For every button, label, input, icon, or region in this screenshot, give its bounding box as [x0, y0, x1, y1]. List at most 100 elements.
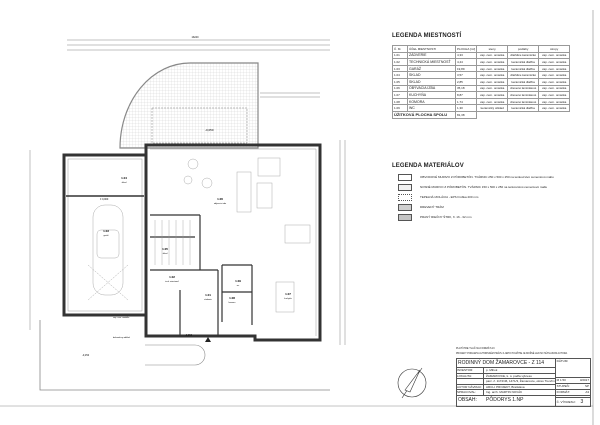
- table-cell: vap. cem. omietka: [538, 84, 571, 93]
- table-cell: vap. cem. omietka: [538, 91, 571, 99]
- north-arrow-icon: [397, 367, 427, 399]
- table-cell: keramická dlažba: [507, 58, 540, 66]
- table-cell: 1.05: [392, 77, 408, 86]
- field-label: [457, 379, 484, 384]
- svg-text:sklad: sklad: [122, 182, 127, 184]
- table-cell: dlaždice keramické: [507, 51, 540, 60]
- title-block-row: parc. č. 1172/46, 1471/3, Žamarovce, okr…: [457, 379, 555, 385]
- overall-dimension: 13240: [192, 36, 200, 39]
- side-field: DÁTUM:: [556, 359, 569, 363]
- room-legend-table: Č. M. ÚČEL MIESTNOSTI PLOCHA [m²] steny …: [392, 45, 571, 119]
- room-label-1-06: 1.06: [217, 197, 223, 201]
- table-cell: vap. cem. omietka: [476, 51, 509, 60]
- note-cladding: dekoratívny obklad: [113, 336, 130, 339]
- garage-level: ± 0,000: [100, 198, 109, 201]
- table-cell: 1.04: [392, 71, 408, 79]
- field-value: ARCH. PROJEKT, Bratislava: [486, 384, 525, 389]
- entry-level: -0,050: [185, 334, 193, 337]
- svg-text:garáž: garáž: [103, 235, 108, 237]
- table-cell: TECHNICKÁ MIESTNOSŤ: [407, 58, 456, 66]
- table-cell: 1.07: [392, 91, 408, 99]
- table-cell: 1.01: [392, 51, 408, 60]
- table-cell: vap. cem. omietka: [538, 77, 571, 86]
- svg-text:zádverie: zádverie: [204, 299, 212, 301]
- title-block-row: LOKALITA:ŽAMAROVCE, k. ú. podľa výkresu: [457, 373, 555, 379]
- table-cell: vap. cem. omietka: [476, 91, 509, 99]
- table-cell: vap. cem. omietka: [476, 77, 509, 86]
- title-block: PLATÍ PRE TLAČ NA FORMÁT A3 PROJEKT PODL…: [456, 347, 591, 407]
- sheet-number: 3: [580, 399, 584, 405]
- table-cell: WC: [407, 104, 456, 112]
- table-cell: drevené laminátové: [507, 91, 540, 99]
- table-cell: vap. cem. omietka: [476, 58, 509, 66]
- table-cell: 2,85: [454, 77, 478, 86]
- material-item: TEPELNÁ IZOLÁCIA - EPS hrúbka 200 mm: [398, 192, 554, 202]
- table-cell: keramická dlažba: [507, 77, 540, 86]
- terrace-level: -0,050: [205, 128, 214, 132]
- table-cell: 1.08: [392, 97, 408, 106]
- table-cell: 8,87: [454, 91, 478, 99]
- side-field: SP: [584, 384, 589, 388]
- side-field: 3/2017: [579, 378, 589, 382]
- table-cell: vap. cem. omietka: [538, 71, 571, 79]
- table-cell: 19,89: [454, 64, 478, 73]
- field-value: p. Mihok: [486, 368, 498, 372]
- title-block-row: INVESTOR:p. Mihok: [457, 368, 555, 374]
- material-legend: OBVODOVÉ MURIVO Z PÓROBETÓN. TVÁRNIC 250…: [398, 172, 554, 222]
- table-cell: vap. cem. omietka: [538, 58, 571, 66]
- svg-text:komora: komora: [229, 302, 237, 304]
- table-cell: vap. cem. omietka: [538, 104, 571, 112]
- table-cell: vap. cem. omietka: [476, 84, 509, 93]
- table-cell: 3,57: [454, 71, 478, 79]
- svg-text:obývacia izba: obývacia izba: [214, 203, 227, 205]
- table-cell: 4,44: [454, 58, 478, 66]
- material-item: PRANÝ RIEČNY ŠTRK, fr. 16 - 32 mm: [398, 212, 554, 222]
- svg-text:kuchyňa: kuchyňa: [284, 298, 292, 300]
- room-label-1-09: 1.09: [235, 279, 241, 283]
- table-cell: vap. cem. omietka: [538, 51, 571, 60]
- table-cell: keramická dlažba: [507, 104, 540, 112]
- title-block-row: AUTOR NÁVRHU:ARCH. PROJEKT, Bratislava: [457, 384, 555, 390]
- field-label: INVESTOR:: [457, 368, 484, 373]
- table-cell: 1.02: [392, 58, 408, 66]
- table-cell: KOMORA: [407, 97, 456, 106]
- side-field: STUPEŇ:: [556, 384, 570, 388]
- table-cell: vap. cem. omietka: [538, 97, 571, 106]
- title-block-side-row: STUPEŇ: SP: [555, 384, 590, 390]
- table-cell: 1.06: [392, 84, 408, 93]
- side-field: A3: [585, 390, 589, 394]
- table-cell: 1,74: [454, 97, 478, 106]
- table-cell: 4,33: [454, 51, 478, 60]
- table-header: Č. M. ÚČEL MIESTNOSTI PLOCHA [m²] steny …: [392, 45, 571, 53]
- dimension-lines: [29, 39, 346, 345]
- furniture: [183, 157, 311, 313]
- table-cell: vap. cem. omietka: [476, 97, 509, 106]
- room-label-1-02: 1.02: [169, 275, 175, 279]
- table-cell: GARÁŽ: [407, 64, 456, 73]
- svg-text:wc: wc: [237, 285, 239, 287]
- material-item: DREVENÝ TRÁM: [398, 202, 554, 212]
- terrace: [119, 62, 259, 149]
- room-label-1-05: 1.05: [162, 247, 168, 251]
- drawing-content: PÔDORYS 1.NP: [486, 396, 524, 403]
- table-cell: SKLAD: [407, 71, 456, 79]
- table-cell: SKLAD: [407, 77, 456, 86]
- table-cell: keramický obklad: [476, 104, 509, 112]
- table-cell: 35,18: [454, 84, 478, 93]
- table-cell: drevené laminátové: [507, 97, 540, 106]
- field-value: Ing. arch. MARTIN NOVÁK: [486, 390, 523, 394]
- field-label: AUTOR NÁVRHU:: [457, 384, 484, 389]
- field-label: LOKALITA:: [457, 373, 484, 378]
- table-cell: 1.03: [392, 64, 408, 73]
- field-label: SPRACOVAL:: [457, 390, 484, 395]
- table-cell: drevené laminátové: [507, 84, 540, 93]
